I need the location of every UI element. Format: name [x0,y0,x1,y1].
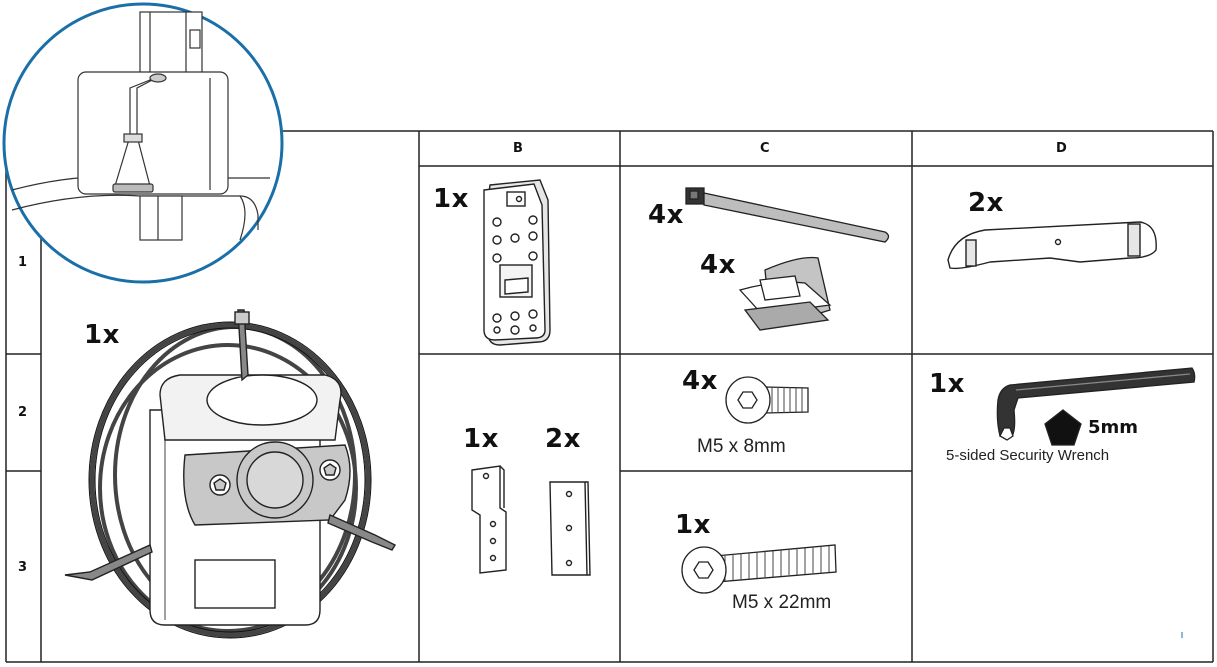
mounting-plate-quantity: 1x [433,184,469,214]
wrench-label: 5-sided Security Wrench [946,447,1110,464]
row-label-2: 2 [18,405,28,420]
adhesive-mount-quantity: 4x [700,250,736,280]
security-wrench-illustration [996,367,1196,446]
clip-illustration [947,221,1157,270]
short-screw-quantity: 4x [682,366,718,396]
wrench-quantity: 1x [929,369,965,399]
adhesive-mount-illustration [738,256,832,331]
mounting-plate-illustration [483,179,551,346]
z-bracket-illustration [471,465,507,574]
flat-bracket-quantity: 2x [545,424,581,454]
long-screw-label: M5 x 22mm [732,592,832,613]
row-label-1: 1 [18,255,28,270]
wrench-size: 5mm [1088,417,1139,438]
cable-tie-illustration [685,187,890,243]
z-bracket-quantity: 1x [463,424,499,454]
clip-quantity: 2x [968,188,1004,218]
column-header-b: B [513,141,523,156]
short-screw-label: M5 x 8mm [697,436,786,457]
column-header-d: D [1056,141,1067,156]
detail-callout [2,2,284,284]
row-label-3: 3 [18,560,28,575]
column-header-c: C [760,141,770,156]
flat-bracket-illustration [549,481,591,576]
long-screw-quantity: 1x [675,510,711,540]
short-screw-illustration [725,376,809,424]
holder-assembly-illustration [64,309,396,639]
parts-table-grid [5,130,1214,663]
cable-tie-quantity: 4x [648,200,684,230]
long-screw-illustration [681,544,837,594]
assembly-quantity: 1x [84,320,120,350]
